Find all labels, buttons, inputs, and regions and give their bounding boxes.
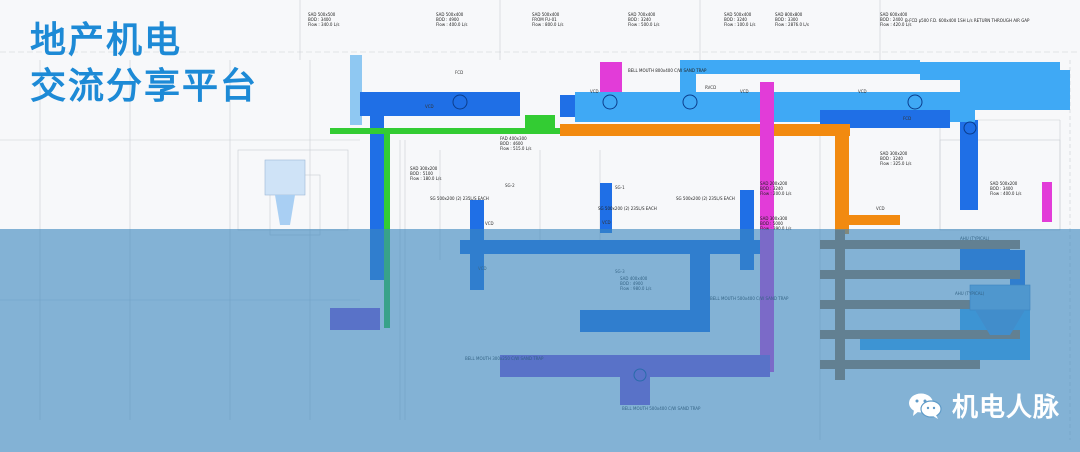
equipment-tag: FCD <box>455 70 463 75</box>
wechat-icon <box>908 393 942 419</box>
annotation-text: BOD : 3300 <box>775 17 798 22</box>
equipment-tag: VCD <box>858 89 867 94</box>
equipment-tag: VCD <box>425 104 434 109</box>
annotation-text: BOD : 3240 <box>880 156 903 161</box>
callout-text: SG 500x200 (2) 235L/S EACH <box>598 206 657 211</box>
annotation-text: BOD : 5000 <box>760 221 783 226</box>
annotation-text: BOD : 3240 <box>724 17 747 22</box>
annotation-text: SAD 600x400 <box>880 12 908 17</box>
annotation-text: SAD 500x400 <box>724 12 752 17</box>
annotation-text: SAD 800x800 <box>775 12 803 17</box>
annotation-text: BOD : 3240 <box>628 17 651 22</box>
equipment-tag: VCD <box>602 220 611 225</box>
callout-text: B-FCD p500 F.D. 600x400 1SH L/s RETURN T… <box>905 18 1030 23</box>
annotation-text: Flow : 2876.0 L/s <box>775 22 809 27</box>
annotation-text: SAD 500x200 <box>990 181 1018 186</box>
annotation-text: Flow : 180.0 L/s <box>410 176 441 181</box>
annotation-text: SAD 300x200 <box>880 151 908 156</box>
annotation-text: BOD : 3400 <box>308 17 331 22</box>
annotation-text: Flow : 390.0 L/s <box>760 226 791 231</box>
annotation-text: Flow : 500.0 L/s <box>628 22 659 27</box>
equipment-tag: VCD <box>740 89 749 94</box>
annotation-text: Flow : 340.0 L/s <box>308 22 339 27</box>
ahu-left <box>264 159 306 225</box>
title-line-2: 交流分享平台 <box>30 66 259 107</box>
annotation-text: Flow : 515.0 L/s <box>500 146 531 151</box>
equipment-tag: SG-2 <box>505 183 515 188</box>
annotation-text: SAD 500x400 <box>532 12 560 17</box>
annotation-text: BOD : 5100 <box>410 171 433 176</box>
annotation-text: SAD 500x400 <box>436 12 464 17</box>
annotation-text: FAD 400x300 <box>500 136 527 141</box>
equipment-tag: SG-1 <box>615 185 625 190</box>
annotation-text: BOD : 4900 <box>436 17 459 22</box>
annotation-text: BOD : 4600 <box>500 141 523 146</box>
annotation-text: Flow : 400.0 L/s <box>436 22 467 27</box>
title-line-1: 地产机电 <box>30 20 183 61</box>
callout-text: SG 500x200 (2) 235L/S EACH <box>676 196 735 201</box>
annotation-text: SAD 500x500 <box>308 12 336 17</box>
equipment-tag: FCD <box>903 116 911 121</box>
equipment-tag: VCD <box>485 221 494 226</box>
annotation-text: FROM FU-01 <box>532 17 557 22</box>
annotation-text: Flow : 200.0 L/s <box>760 191 791 196</box>
brand-badge: 机电人脉 <box>908 387 1060 424</box>
duct-light-cyan <box>350 55 362 125</box>
annotation-text: SAD 200x200 <box>760 181 788 186</box>
annotation-text: Flow : 100.0 L/s <box>724 22 755 27</box>
annotation-text: Flow : 325.0 L/s <box>880 161 911 166</box>
equipment-tag: VCD <box>876 206 885 211</box>
annotation-text: SAD 300x200 <box>410 166 438 171</box>
annotation-text: BOD : 2400 <box>880 17 903 22</box>
annotation-text: Flow : 400.0 L/s <box>990 191 1021 196</box>
duct-orange <box>560 124 900 234</box>
brand-name: 机电人脉 <box>951 393 1060 423</box>
annotation-text: Flow : 800.0 L/s <box>532 22 563 27</box>
annotation-text: BOD : 3400 <box>990 186 1013 191</box>
annotation-text: BOD : 3240 <box>760 186 783 191</box>
banner-title: 地产机电 交流分享平台 <box>30 18 258 110</box>
annotation-text: Flow : 420.0 L/s <box>880 22 911 27</box>
annotation-text: SAD 300x300 <box>760 216 788 221</box>
equipment-tag: VCD <box>590 89 599 94</box>
callout-text: BELL MOUTH 800x400 C/W SAND TRAP <box>628 68 707 73</box>
blue-overlay-band <box>0 229 1080 452</box>
duct-green <box>330 115 560 328</box>
callout-text: SG 500x200 (2) 235L/S EACH <box>430 196 489 201</box>
equipment-tag: RVCD <box>705 85 716 90</box>
annotation-text: SAD 700x400 <box>628 12 656 17</box>
